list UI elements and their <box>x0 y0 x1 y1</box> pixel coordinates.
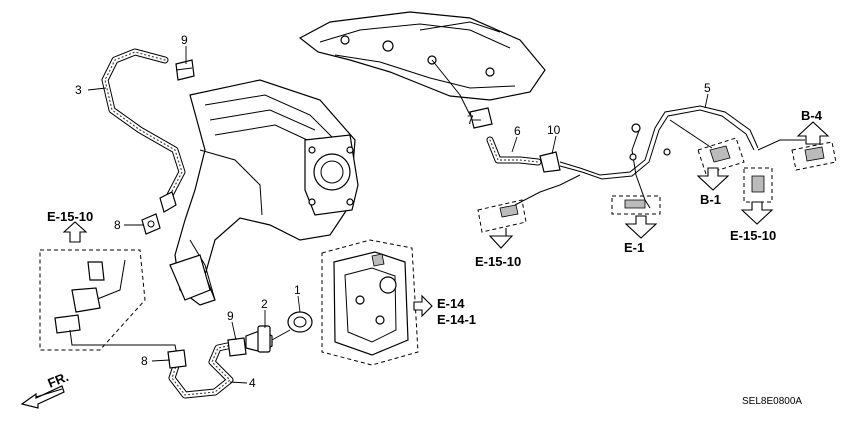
connector-box-b4 <box>791 141 837 171</box>
clip-part-8-bottom <box>167 349 187 369</box>
clip-part-8-top <box>141 213 161 235</box>
reference-e15-10-left: E-15-10 <box>47 209 93 224</box>
front-direction-arrow <box>20 385 65 409</box>
connector-box-e15-right <box>743 167 773 203</box>
reference-e14-1: E-14-1 <box>437 312 476 327</box>
part-number-3: 3 <box>75 83 82 97</box>
reference-b4: B-4 <box>801 108 823 123</box>
intake-manifold <box>169 79 359 306</box>
connector-box-b1 <box>697 137 745 175</box>
arrow-up-e15-left <box>62 221 88 243</box>
hose-part-3 <box>101 48 186 213</box>
arrow-down-e15-mid <box>488 228 514 249</box>
reference-e14: E-14 <box>437 296 465 311</box>
part-number-9-bottom: 9 <box>227 309 234 323</box>
part-number-2: 2 <box>261 297 268 311</box>
clip-part-9-top <box>175 59 195 81</box>
valve-part-2 <box>245 325 291 353</box>
connector-box-e1 <box>611 195 661 215</box>
arrow-down-e15-right <box>740 201 774 225</box>
engine-cover <box>298 11 546 101</box>
part-number-1: 1 <box>294 283 301 297</box>
clip-part-9-bottom <box>227 337 247 357</box>
hose-part-6 <box>486 136 542 166</box>
front-direction-label: FR. <box>46 369 71 391</box>
reference-e15-10-mid: E-15-10 <box>475 254 521 269</box>
clip-part-10 <box>539 151 561 173</box>
hose-part-4 <box>168 341 236 399</box>
part-number-10: 10 <box>547 123 561 137</box>
arrow-down-b1 <box>696 167 730 191</box>
drawing-code: SEL8E0800A <box>742 396 802 407</box>
leader-lines <box>87 46 709 384</box>
reference-b1: B-1 <box>700 192 721 207</box>
grommet-part-1 <box>287 311 313 333</box>
pipe-assembly-part-5 <box>514 105 805 209</box>
part-number-7: 7 <box>467 113 474 127</box>
connector-box-e15-mid <box>477 199 527 233</box>
part-number-8-top: 8 <box>114 218 121 232</box>
gasket-plate <box>321 239 419 366</box>
part-number-9-top: 9 <box>181 33 188 47</box>
reference-e1: E-1 <box>624 240 644 255</box>
arrow-right-e14 <box>413 294 433 318</box>
part-number-5: 5 <box>704 81 711 95</box>
arrow-down-e1 <box>624 215 658 239</box>
fitting-part-7 <box>431 59 493 129</box>
reference-e15-10-right: E-15-10 <box>730 228 776 243</box>
part-number-4: 4 <box>249 376 256 390</box>
part-number-6: 6 <box>514 124 521 138</box>
detail-box-left <box>39 249 179 361</box>
arrow-up-b4 <box>796 121 830 145</box>
part-number-8-bottom: 8 <box>141 354 148 368</box>
